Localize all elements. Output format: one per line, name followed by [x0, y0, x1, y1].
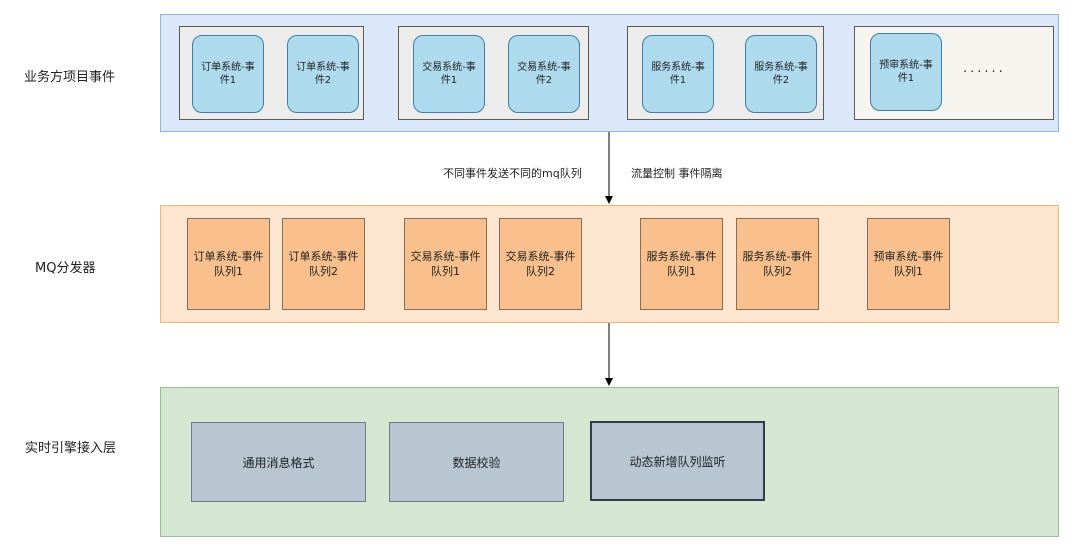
order-system-group: 订单系统-事件1 订单系统-事件2: [179, 26, 364, 120]
queue-node: 服务系统-事件队列2: [736, 218, 819, 310]
module-data-validation: 数据校验: [389, 422, 564, 502]
service-system-group: 服务系统-事件1 服务系统-事件2: [627, 26, 824, 120]
event-node: 服务系统-事件2: [745, 35, 817, 113]
module-message-format: 通用消息格式: [191, 422, 366, 502]
queue-node: 订单系统-事件队列1: [187, 218, 270, 310]
event-node: 订单系统-事件2: [287, 35, 359, 113]
queue-node: 交易系统-事件队列1: [404, 218, 487, 310]
module-dynamic-queue-listen: 动态新增队列监听: [590, 421, 765, 501]
layer-label-business-events: 业务方项目事件: [24, 70, 116, 85]
event-node: 订单系统-事件1: [192, 35, 264, 113]
queue-node: 服务系统-事件队列1: [640, 218, 723, 310]
queue-node: 交易系统-事件队列2: [499, 218, 582, 310]
realtime-engine-layer: 通用消息格式 数据校验 动态新增队列监听: [160, 387, 1059, 537]
layer-label-mq-dispatcher: MQ分发器: [35, 261, 96, 276]
event-node: 服务系统-事件1: [642, 35, 714, 113]
mq-dispatcher-layer: 订单系统-事件队列1 订单系统-事件队列2 交易系统-事件队列1 交易系统-事件…: [160, 205, 1059, 323]
layer-label-realtime-engine: 实时引擎接入层: [25, 441, 117, 456]
event-node: 交易系统-事件1: [413, 35, 485, 113]
trade-system-group: 交易系统-事件1 交易系统-事件2: [398, 26, 589, 120]
event-node: 预审系统-事件1: [870, 33, 942, 111]
event-node: 交易系统-事件2: [508, 35, 580, 113]
business-events-layer: 订单系统-事件1 订单系统-事件2 交易系统-事件1 交易系统-事件2 服务系统…: [160, 14, 1059, 132]
more-ellipsis: ······: [963, 65, 1006, 80]
queue-node: 订单系统-事件队列2: [282, 218, 365, 310]
annotation-flow-control: 流量控制 事件隔离: [631, 167, 723, 180]
queue-node: 预审系统-事件队列1: [867, 218, 950, 310]
preaudit-system-group: 预审系统-事件1 ······: [854, 26, 1054, 120]
annotation-routing: 不同事件发送不同的mq队列: [443, 167, 582, 180]
